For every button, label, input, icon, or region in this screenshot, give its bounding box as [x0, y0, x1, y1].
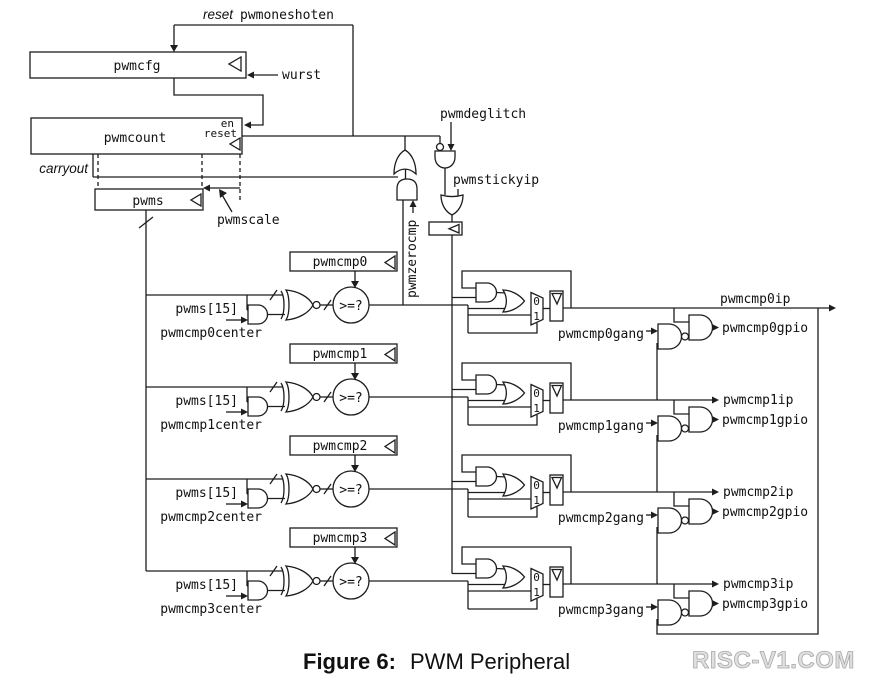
- pwmscale-label: pwmscale: [217, 213, 280, 228]
- mux-0-label: 0: [533, 479, 540, 492]
- en-wiring: [173, 78, 264, 129]
- ip-label: pwmcmp2ip: [723, 485, 794, 500]
- pwmzerocmp-label: pwmzerocmp: [405, 220, 420, 298]
- pwms-label: pwms: [132, 194, 163, 209]
- comparator-row-0: pwmcmp0 >=? pwms[15] pwmcmp0center 0 1: [146, 251, 808, 350]
- comparator-label: >=?: [339, 483, 362, 498]
- pwms15-label: pwms[15]: [175, 486, 238, 501]
- mux-0-label: 0: [533, 571, 540, 584]
- gang-label: pwmcmp0gang: [558, 327, 644, 342]
- reset-trunk-wiring: [242, 135, 441, 144]
- pwmzerocmp-and-gate: [396, 169, 418, 305]
- gpio-label: pwmcmp0gpio: [722, 321, 808, 336]
- reset-in-label: reset: [204, 127, 237, 140]
- figure-caption-number: Figure 6:: [303, 649, 396, 674]
- counter-reset-or-gate: [393, 136, 417, 176]
- reset-label: reset: [203, 7, 234, 22]
- ip-label: pwmcmp1ip: [723, 393, 794, 408]
- watermark: RISC-V1.COM: [692, 647, 855, 674]
- pwms15-label: pwms[15]: [175, 302, 238, 317]
- ip-label: pwmcmp0ip: [720, 292, 791, 307]
- mux-1-label: 1: [533, 586, 540, 599]
- pwms-bus: [138, 210, 154, 571]
- wurst-arrow: [247, 71, 278, 79]
- mux-1-label: 1: [533, 494, 540, 507]
- mux-0-label: 0: [533, 387, 540, 400]
- gang-chain-wiring: [656, 308, 819, 635]
- cmp-register-label: pwmcmp2: [313, 439, 368, 454]
- reset-oneshot-wiring: [170, 24, 354, 136]
- gpio-label: pwmcmp2gpio: [722, 505, 808, 520]
- pwmcount-clock-icon: [228, 136, 241, 152]
- figure-caption-title: PWM Peripheral: [410, 649, 570, 674]
- gpio-label: pwmcmp1gpio: [722, 413, 808, 428]
- comparator-label: >=?: [339, 575, 362, 590]
- latch-clock-icon: [447, 223, 460, 234]
- pwmcfg-label: pwmcfg: [114, 59, 161, 74]
- pwms-register: [94, 188, 204, 211]
- pwmdeglitch-label: pwmdeglitch: [440, 107, 526, 122]
- carryout-wiring: [92, 154, 398, 178]
- en-label: en: [221, 117, 234, 130]
- wurst-label: wurst: [282, 68, 321, 83]
- pwmoneshoten-label: pwmoneshoten: [240, 8, 334, 23]
- pwmscale-dashed-lines: [97, 154, 241, 213]
- gpio-label: pwmcmp3gpio: [722, 597, 808, 612]
- pwms15-label: pwms[15]: [175, 394, 238, 409]
- mux-0-label: 0: [533, 295, 540, 308]
- comparator-label: >=?: [339, 391, 362, 406]
- mux-1-label: 1: [533, 402, 540, 415]
- carryout-label: carryout: [39, 161, 89, 176]
- center-label: pwmcmp1center: [160, 418, 262, 433]
- mux-1-label: 1: [533, 310, 540, 323]
- pwmstickyip-label: pwmstickyip: [453, 173, 539, 188]
- comparator-row-2: pwmcmp2 >=? pwms[15] pwmcmp2center 0 1: [146, 435, 808, 534]
- pwmcmp0ip-output-wire: [712, 304, 836, 312]
- gang-label: pwmcmp3gang: [558, 603, 644, 618]
- pwms-clock-icon: [189, 192, 202, 208]
- pwms15-label: pwms[15]: [175, 578, 238, 593]
- pwmcfg-register: [29, 51, 247, 79]
- comparator-row-3: pwmcmp3 >=? pwms[15] pwmcmp3center 0 1: [146, 527, 808, 626]
- cmp-register-label: pwmcmp3: [313, 531, 368, 546]
- comparator-row-1: pwmcmp1 >=? pwms[15] pwmcmp1center 0 1: [146, 343, 808, 442]
- center-label: pwmcmp2center: [160, 510, 262, 525]
- cmp-register-label: pwmcmp1: [313, 347, 368, 362]
- ip-label: pwmcmp3ip: [723, 577, 794, 592]
- pwmcount-register: [30, 117, 243, 155]
- center-label: pwmcmp3center: [160, 602, 262, 617]
- deglitch-latch: [428, 221, 463, 574]
- gang-label: pwmcmp1gang: [558, 419, 644, 434]
- pwmcfg-clock-icon: [227, 55, 242, 73]
- center-label: pwmcmp0center: [160, 326, 262, 341]
- gang-label: pwmcmp2gang: [558, 511, 644, 526]
- pwmcount-label: pwmcount: [104, 131, 167, 146]
- deglitch-nand-gate: [434, 122, 456, 195]
- stickyip-or-gate: [440, 189, 464, 222]
- comparator-label: >=?: [339, 299, 362, 314]
- pwmcmp0-register-label: pwmcmp0: [313, 255, 368, 270]
